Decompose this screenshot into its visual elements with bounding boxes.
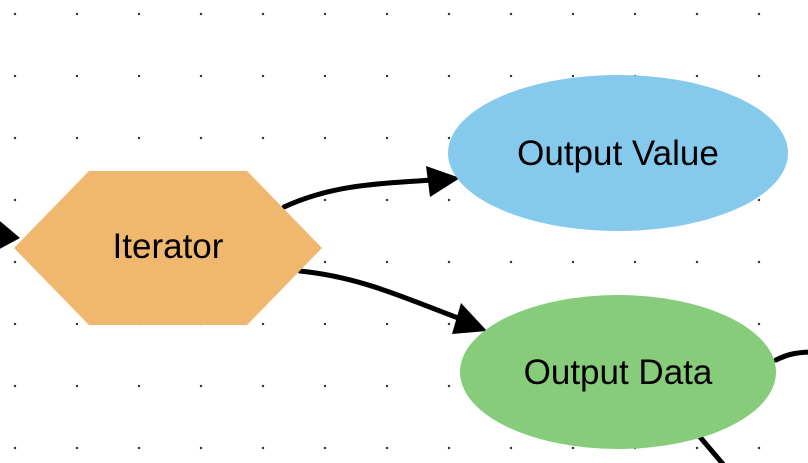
output-value-node-label: Output Value — [517, 134, 719, 173]
edge-iterator-to-output-data[interactable] — [297, 268, 487, 334]
output-value-node[interactable]: Output Value — [448, 75, 788, 231]
iterator-node[interactable]: Iterator — [14, 171, 322, 325]
output-data-node[interactable]: Output Data — [460, 295, 776, 449]
arrowhead-icon — [0, 221, 20, 249]
hexagon-shape — [14, 171, 322, 325]
arrowhead-icon — [426, 166, 460, 197]
arrowhead-icon — [452, 303, 487, 334]
edge-iterator-to-output-value[interactable] — [281, 166, 460, 210]
ellipse-shape — [460, 295, 776, 449]
connector-line — [281, 177, 435, 210]
output-data-node-label: Output Data — [524, 353, 713, 392]
edge-output-data-outgoing-down[interactable] — [697, 434, 728, 463]
ellipse-shape — [448, 75, 788, 231]
connector-line — [697, 434, 726, 463]
iterator-node-label: Iterator — [113, 227, 224, 266]
connector-line — [773, 349, 808, 363]
edge-incoming-to-iterator[interactable] — [0, 216, 20, 252]
connector-line — [297, 268, 461, 321]
edge-output-data-outgoing-right[interactable] — [773, 349, 808, 363]
